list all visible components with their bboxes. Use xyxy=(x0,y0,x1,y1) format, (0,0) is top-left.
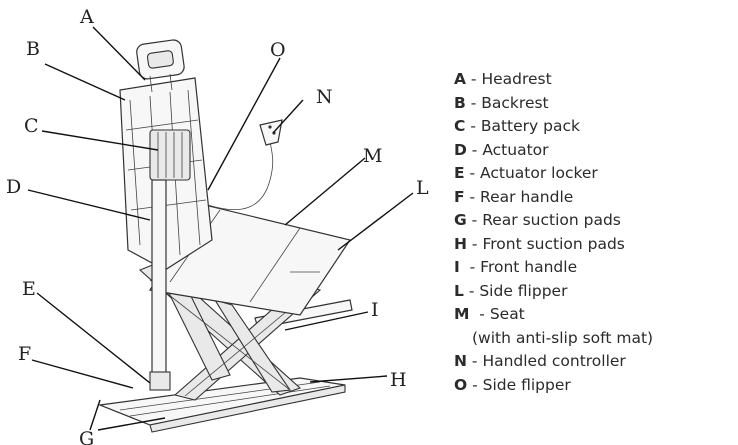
legend-separator: - xyxy=(459,258,481,276)
callout-i: I xyxy=(371,299,379,321)
legend-label: Side flipper xyxy=(479,281,568,300)
callout-h: H xyxy=(390,369,407,391)
legend-label: Front suction pads xyxy=(482,234,625,253)
callout-d: D xyxy=(6,176,21,198)
legend-item-rear-suction-pads: G - Rear suction pads xyxy=(454,209,738,233)
callout-e: E xyxy=(22,278,36,300)
legend-label: Rear handle xyxy=(480,187,574,206)
legend-key: I xyxy=(454,258,460,276)
handled-controller xyxy=(207,119,283,211)
legend-item-actuator: D - Actuator xyxy=(454,139,738,163)
legend-key: M xyxy=(454,305,470,323)
legend-label: Handled controller xyxy=(482,352,626,370)
callout-f: F xyxy=(18,343,31,365)
legend-label: Seat xyxy=(489,305,525,323)
legend-label: (with anti-slip soft mat) xyxy=(472,328,654,347)
legend-item-front-suction-pads: H - Front suction pads xyxy=(454,233,738,257)
legend-item-battery-pack: C - Battery pack xyxy=(454,115,738,139)
legend-item-rear-handle: F - Rear handle xyxy=(454,186,738,210)
legend-key: N xyxy=(454,352,467,370)
legend-separator: - xyxy=(466,140,483,159)
callout-b: B xyxy=(26,38,40,60)
legend-label: Headrest xyxy=(481,70,552,88)
legend-separator: - xyxy=(466,70,482,88)
legend-separator: - xyxy=(469,305,490,323)
callout-l: L xyxy=(416,177,429,199)
legend-item-seat-note: (with anti-slip soft mat) xyxy=(454,327,738,351)
callout-m: M xyxy=(363,145,382,167)
legend-item-seat: M - Seat xyxy=(454,303,738,327)
callout-n: N xyxy=(316,86,333,108)
legend-item-handled-controller: N - Handled controller xyxy=(454,350,738,374)
callout-g: G xyxy=(79,428,94,445)
legend-label: Rear suction pads xyxy=(482,211,621,229)
legend-item-backrest: B - Backrest xyxy=(454,92,738,116)
parts-legend: A - Headrest B - Backrest C - Battery pa… xyxy=(454,68,738,397)
legend-separator: - xyxy=(466,234,483,253)
legend-separator: - xyxy=(464,187,481,206)
callout-c: C xyxy=(24,115,39,137)
legend-item-actuator-locker: E - Actuator locker xyxy=(454,162,738,186)
legend-key: O xyxy=(454,375,468,394)
legend-label: Battery pack xyxy=(480,117,580,135)
legend-separator: - xyxy=(466,211,483,229)
legend-item-front-handle: I - Front handle xyxy=(454,256,738,280)
legend-key: E xyxy=(454,164,465,182)
legend-item-side-flipper-o: O - Side flipper xyxy=(454,374,738,398)
legend-item-headrest: A - Headrest xyxy=(454,68,738,92)
legend-key: C xyxy=(454,117,466,135)
legend-label: Side flipper xyxy=(482,375,571,394)
headrest xyxy=(136,39,185,93)
callout-a: A xyxy=(79,6,94,28)
legend-key: F xyxy=(454,187,465,206)
base-plate xyxy=(97,377,346,433)
actuator xyxy=(149,179,171,391)
legend-label: Actuator locker xyxy=(480,164,598,182)
legend-key: B xyxy=(454,93,466,112)
leader-lines xyxy=(27,26,414,431)
legend-key: L xyxy=(454,281,464,300)
callout-labels: A B C D E F G H I L M N O xyxy=(6,6,429,445)
legend-item-side-flipper: L - Side flipper xyxy=(454,280,738,304)
legend-separator: - xyxy=(466,352,483,370)
battery-pack xyxy=(149,129,191,181)
legend-separator: - xyxy=(465,93,482,112)
legend-label: Backrest xyxy=(481,93,549,112)
legend-separator: - xyxy=(467,375,483,394)
legend-separator: - xyxy=(464,164,481,182)
legend-key: G xyxy=(454,211,467,229)
legend-label: Actuator xyxy=(482,140,549,159)
legend-key: H xyxy=(454,234,467,253)
legend-separator: - xyxy=(463,281,480,300)
callout-o: O xyxy=(270,39,286,61)
legend-key: D xyxy=(454,140,467,159)
legend-key: A xyxy=(454,70,466,88)
legend-separator: - xyxy=(465,117,481,135)
legend-label: Front handle xyxy=(480,258,578,276)
